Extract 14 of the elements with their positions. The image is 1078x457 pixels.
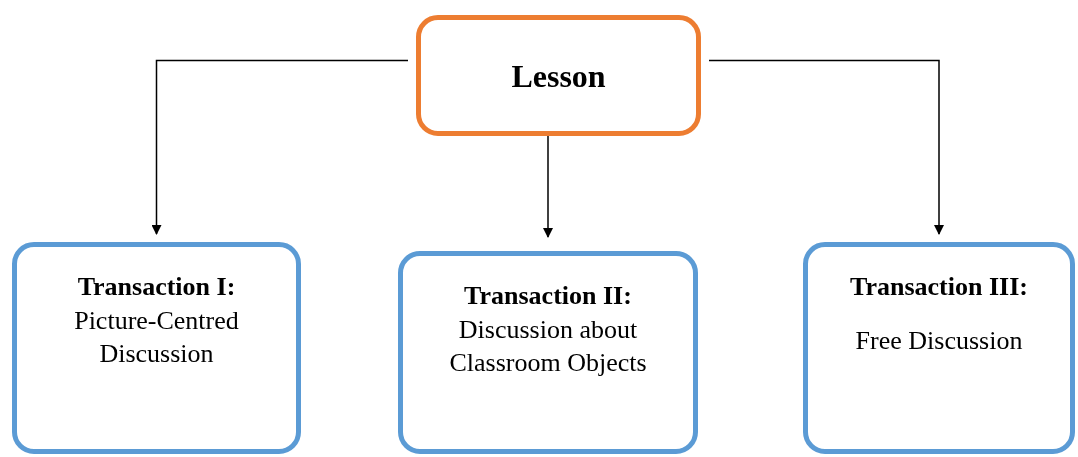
- arrow: [708, 59, 944, 235]
- arrow: [151, 59, 409, 235]
- box-text: Free Discussion: [855, 324, 1023, 357]
- box-heading: Transaction III:: [850, 271, 1028, 303]
- box-heading: Transaction I:: [77, 271, 236, 303]
- process-box: [12, 242, 301, 454]
- process-box: [803, 242, 1075, 454]
- process-box: [398, 251, 698, 454]
- box-heading: Transaction II:: [464, 280, 632, 312]
- process-box: [416, 15, 701, 136]
- arrow: [543, 135, 553, 238]
- box-heading: Lesson: [511, 56, 606, 96]
- box-text: Picture-Centred Discussion: [73, 304, 240, 371]
- box-text: Discussion about Classroom Objects: [448, 313, 648, 380]
